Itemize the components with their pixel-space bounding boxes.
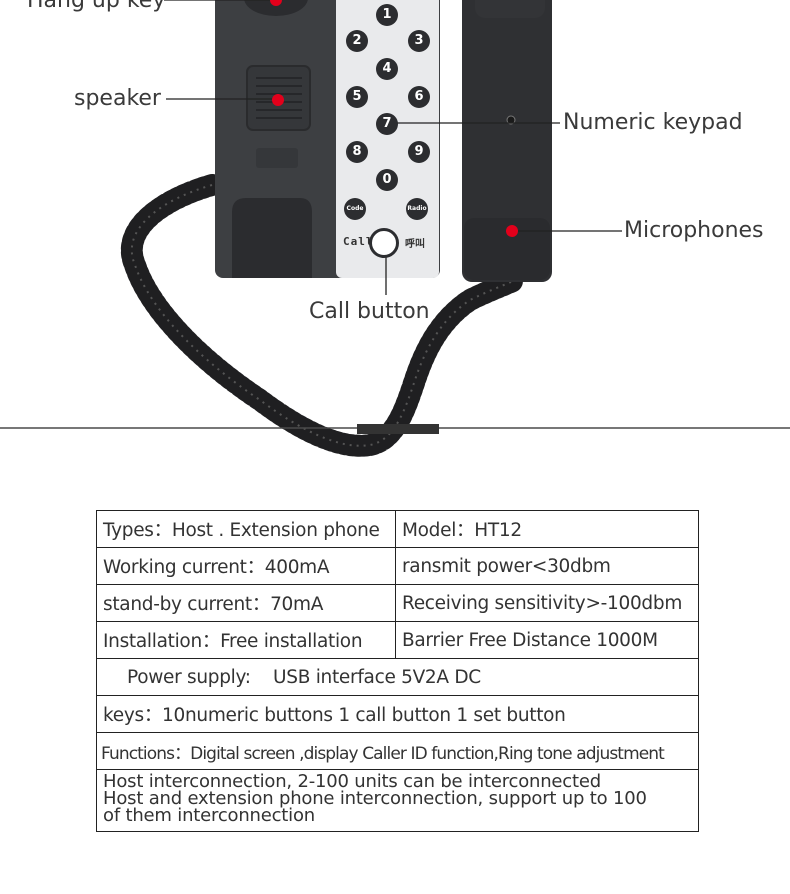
spec-row: Power supply: USB interface 5V2A DC <box>96 658 699 696</box>
spec-working-current: Working current：400mA <box>96 547 396 585</box>
spec-row: Functions：Digital screen ,display Caller… <box>96 732 699 770</box>
callout-numeric-keypad: Numeric keypad <box>563 110 743 135</box>
spec-installation: Installation：Free installation <box>96 621 396 659</box>
spec-functions: Functions：Digital screen ,display Caller… <box>96 732 699 770</box>
callout-hang-up-key: Hang up key <box>27 0 166 13</box>
coiled-cord <box>120 174 526 457</box>
spec-power-supply: Power supply: USB interface 5V2A DC <box>96 658 699 696</box>
hook-slot <box>256 148 298 168</box>
callout-call-button: Call button <box>309 299 430 324</box>
hang-up-key-button <box>244 0 308 16</box>
handset-bottom <box>464 218 550 280</box>
spec-row: stand-by current：70mA Receiving sensitiv… <box>96 584 699 622</box>
spec-row: Installation：Free installation Barrier F… <box>96 621 699 659</box>
product-illustration: 1 2 3 4 5 6 7 8 9 0 Code Radio Call 呼叫 H… <box>0 0 790 457</box>
spec-barrier-free-distance: Barrier Free Distance 1000M <box>395 621 699 659</box>
floor-stand <box>357 424 439 434</box>
spec-interconnection-line: Host and extension phone interconnection… <box>103 788 647 809</box>
callout-lines <box>164 0 622 295</box>
spec-row: Types：Host . Extension phone Model：HT12 <box>96 510 699 548</box>
spec-standby-current: stand-by current：70mA <box>96 584 396 622</box>
spec-row: Host interconnection, 2-100 units can be… <box>96 769 699 832</box>
handset <box>462 0 552 282</box>
spec-interconnection: Host interconnection, 2-100 units can be… <box>96 769 699 832</box>
handset-screw <box>506 115 516 125</box>
spec-row: keys：10numeric buttons 1 call button 1 s… <box>96 695 699 733</box>
spec-transmit-power: ransmit power<30dbm <box>395 547 699 585</box>
spec-table: Types：Host . Extension phone Model：HT12 … <box>96 510 699 832</box>
spec-receiving-sensitivity: Receiving sensitivity>-100dbm <box>395 584 699 622</box>
keypad-panel <box>336 0 439 278</box>
spec-keys: keys：10numeric buttons 1 call button 1 s… <box>96 695 699 733</box>
callout-speaker: speaker <box>74 86 161 111</box>
spec-row: Working current：400mA ransmit power<30db… <box>96 547 699 585</box>
handset-top-cap <box>475 0 545 18</box>
spec-interconnection-line: of them interconnection <box>103 805 315 826</box>
spec-interconnection-line: Host interconnection, 2-100 units can be… <box>103 771 601 792</box>
callout-microphones: Microphones <box>624 218 764 243</box>
spec-types: Types：Host . Extension phone <box>96 510 396 548</box>
handset-cradle-left <box>232 198 312 278</box>
spec-model: Model：HT12 <box>395 510 699 548</box>
